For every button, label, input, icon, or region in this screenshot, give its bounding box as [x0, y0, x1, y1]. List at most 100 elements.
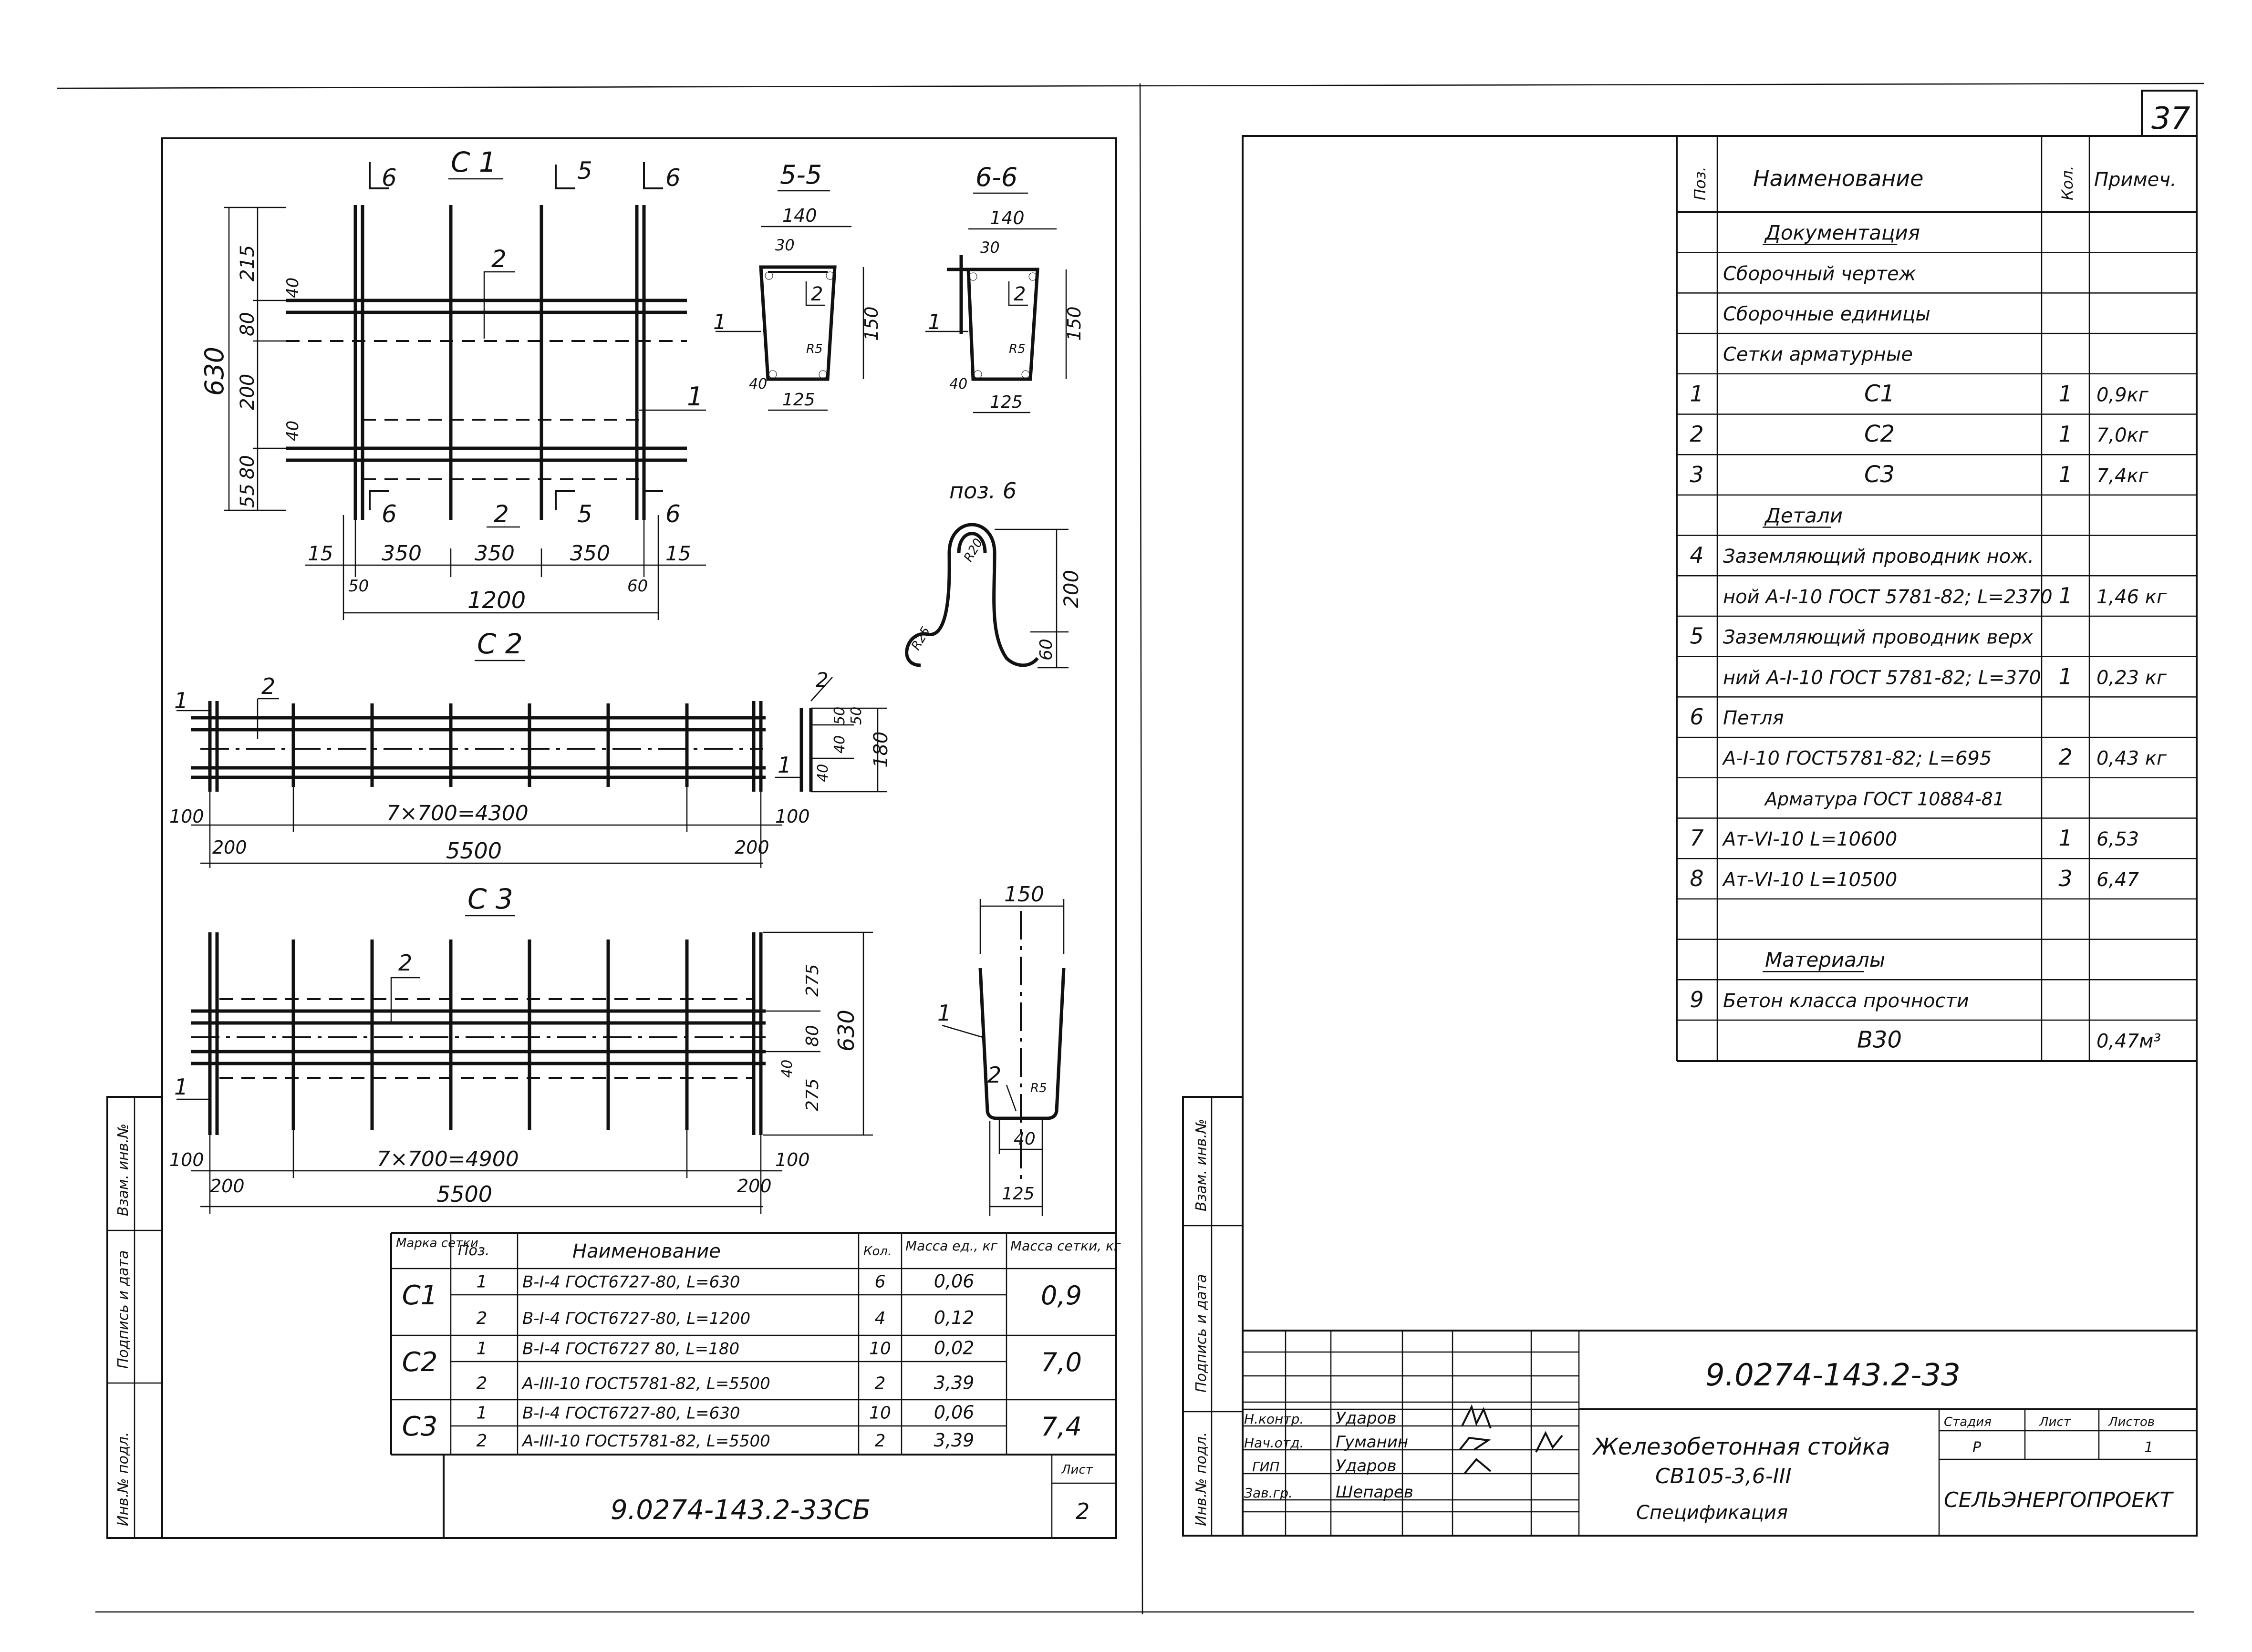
section-mark-6: 6 [382, 164, 397, 192]
tb-role-1: Н.контр. [1244, 1411, 1304, 1427]
spec-row-pos: 3 [1690, 462, 1703, 487]
spec-row-name: Заземляющий проводник нож. [1723, 546, 2034, 568]
sec66-dim-140: 140 [990, 207, 1025, 228]
tb-role-4: Зав.гр. [1244, 1485, 1293, 1501]
page-number-box [2141, 90, 2198, 137]
spec-row-name: ний А-I-10 ГОСТ 5781-82; L=370 [1723, 667, 2041, 689]
spec-row-pos: 6 [1690, 704, 1703, 730]
sec66-callout-2: 2 [1014, 283, 1026, 305]
callout-1: 1 [687, 382, 703, 412]
view-s1-title: С 1 [451, 146, 497, 178]
left-table-mesh-mass: 7,4 [1041, 1412, 1082, 1442]
right-strip-label-1: Инв.№ подл. [1193, 1432, 1210, 1526]
tb-organization: СЕЛЬЭНЕРГОПРОЕКТ [1944, 1488, 2174, 1512]
spec-h-name: Наименование [1753, 165, 1923, 191]
view-pos6: поз. 6 200 60 R20 R25 [905, 478, 1083, 669]
s2-callout-1: 1 [174, 688, 188, 713]
spec-row-name: Сборочный чертеж [1723, 263, 1916, 285]
spec-h-qty: Кол. [2058, 165, 2076, 200]
spec-row-note: 7,0кг [2096, 424, 2149, 446]
left-table-mesh-mass: 0,9 [1041, 1280, 1082, 1311]
lt-h-mark: Марка сетки [396, 1236, 478, 1250]
s2-dim-50b: 50 [848, 707, 865, 725]
spec-row-name: Бетон класса прочности [1723, 990, 1969, 1012]
s3-dim-80: 80 [803, 1025, 822, 1047]
left-strip-label-3: Взам. инв.№ [115, 1124, 132, 1216]
spec-row-name: В30 [1857, 1027, 1902, 1053]
left-strip-label-1: Инв.№ подл. [115, 1432, 132, 1526]
spec-row-pos: 8 [1690, 866, 1703, 891]
section-mark-5b: 5 [577, 500, 592, 528]
spec-row-name: Сетки арматурные [1723, 344, 1913, 366]
s3-callout-1: 1 [174, 1074, 188, 1100]
sec66-dim-r5: R5 [1009, 342, 1026, 356]
left-table-mark: С1 [402, 1280, 438, 1311]
tb-name-1: Ударов [1336, 1409, 1396, 1428]
title-block: 9.0274-143.2-33 Н.контр. Нач.отд. ГИП За… [1243, 1330, 2197, 1536]
spec-row-name: Материалы [1765, 948, 1885, 971]
s2-dim-40b: 40 [831, 735, 848, 754]
spec-row-name: Сборочные единицы [1723, 303, 1930, 325]
section-55-title: 5-5 [780, 160, 822, 190]
sec55-dim-150: 150 [861, 306, 882, 341]
spec-row-pos: 4 [1690, 542, 1703, 568]
left-table-pos: 2 [477, 1431, 488, 1451]
left-table-mark: С3 [402, 1411, 438, 1442]
spec-row-name: А-I-10 ГОСТ5781-82; L=695 [1722, 748, 1992, 770]
left-table-unit-mass: 0,12 [934, 1307, 975, 1328]
spec-row-qty: 1 [2058, 462, 2072, 487]
spec-row-name: ной А-I-10 ГОСТ 5781-82; L=2370 [1723, 586, 2053, 608]
left-table-pos: 1 [477, 1339, 488, 1359]
left-table-pos: 2 [477, 1374, 488, 1394]
spec-row-name: Документация [1764, 221, 1920, 245]
sec55-dim-140: 140 [782, 205, 817, 226]
u-dim-125: 125 [1002, 1184, 1035, 1204]
dim-1200: 1200 [467, 587, 526, 614]
dim-215: 215 [237, 245, 259, 281]
dim-350a: 350 [382, 541, 422, 566]
spec-h-note: Примеч. [2094, 169, 2177, 191]
spec-row-pos: 9 [1690, 987, 1703, 1012]
sec55-callout-2: 2 [811, 283, 823, 305]
spec-row-qty: 1 [2058, 663, 2072, 689]
view-s3-title: С 3 [467, 883, 513, 915]
spec-row-qty: 1 [2058, 421, 2072, 447]
s2-dim-50a: 50 [831, 707, 848, 725]
spec-table: Поз. Наименование Кол. Примеч. [1676, 136, 2197, 1062]
sheet-fold-line [1139, 83, 1143, 1615]
left-sheet-number: 2 [1076, 1498, 1090, 1524]
right-strip-label-3: Взам. инв.№ [1193, 1119, 1210, 1211]
page-number: 37 [2151, 101, 2190, 136]
spec-row-name: С3 [1864, 461, 1895, 488]
sec55-dim-30: 30 [775, 236, 795, 254]
s3-dim-5500: 5500 [436, 1181, 492, 1207]
left-table-unit-mass: 0,06 [934, 1402, 975, 1423]
spec-row-pos: 1 [1690, 381, 1703, 406]
tb-title-line-1: Железобетонная стойка [1592, 1434, 1890, 1460]
spec-row-name: Арматура ГОСТ 10884-81 [1764, 788, 2004, 809]
left-table-name: В-I-4 ГОСТ6727-80, L=630 [522, 1404, 740, 1423]
spec-row-name: С1 [1864, 380, 1895, 407]
sec55-dim-40: 40 [749, 376, 767, 392]
left-table-pos: 1 [477, 1404, 488, 1423]
left-sheet: Инв.№ подл. Подпись и дата Взам. инв.№ С… [106, 137, 1121, 1539]
spec-h-pos: Поз. [1691, 166, 1709, 200]
spec-row-note: 6,47 [2096, 869, 2139, 891]
left-strip-label-2: Подпись и дата [115, 1250, 132, 1369]
left-table-qty: 6 [875, 1272, 886, 1292]
section-mark-6c: 6 [382, 500, 397, 528]
section-mark-5: 5 [577, 157, 592, 185]
left-table-name: В-I-4 ГОСТ6727-80, L=1200 [522, 1309, 750, 1328]
left-table-qty: 2 [875, 1431, 886, 1451]
right-frame [1242, 135, 2198, 1537]
right-sheet: 37 Инв.№ подл. Подпись и дата Взам. инв.… [1182, 90, 2198, 1537]
spec-row-pos: 5 [1690, 623, 1703, 649]
lt-h-unit-mass: Масса ед., кг [905, 1238, 997, 1254]
tb-stage-h: Стадия [1944, 1415, 1992, 1429]
left-sheet-label: Лист [1061, 1463, 1093, 1477]
spec-row-pos: 2 [1690, 421, 1703, 447]
s3-dim-275b: 275 [803, 1078, 822, 1111]
left-table-pos: 2 [477, 1309, 488, 1328]
left-table-pos: 1 [477, 1272, 488, 1292]
spec-row-name: Ат-VI-10 L=10600 [1722, 828, 1897, 850]
